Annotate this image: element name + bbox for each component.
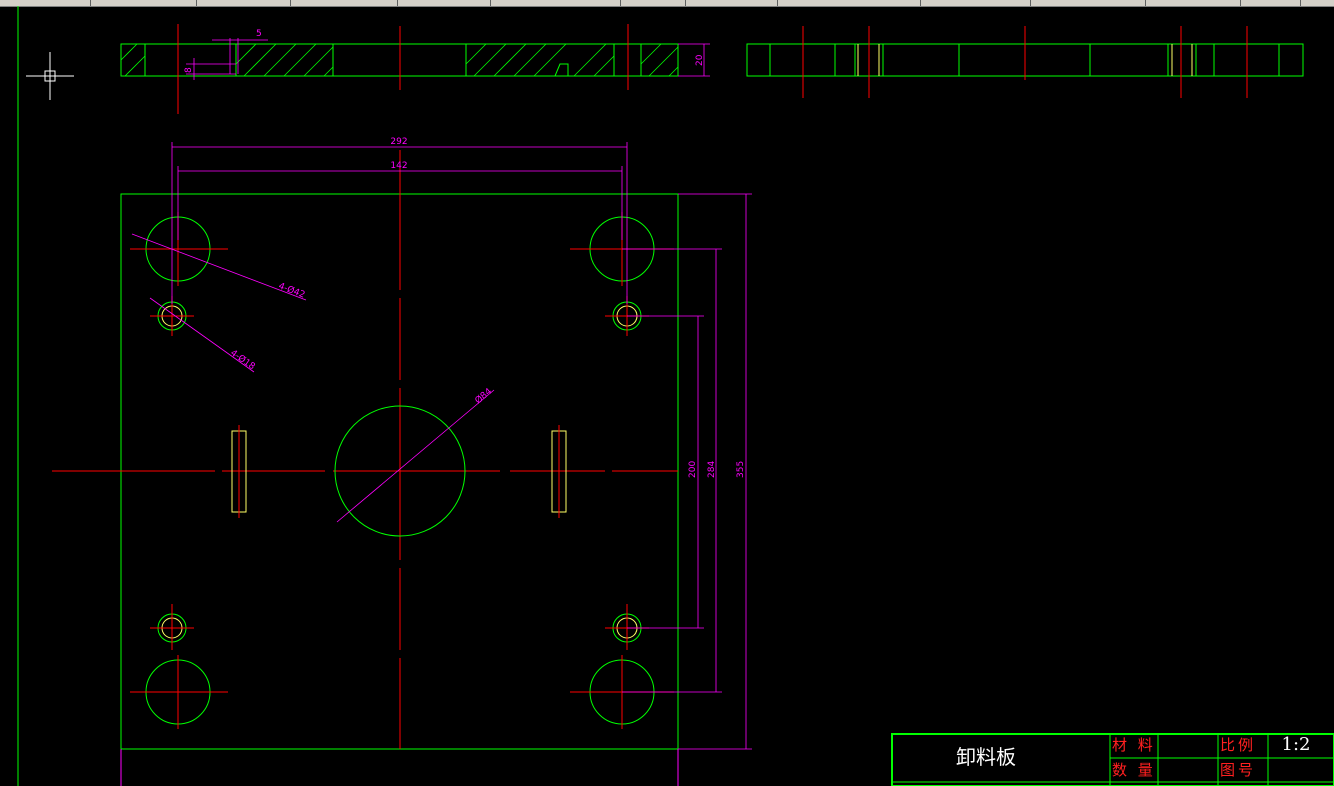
top-section-view bbox=[746, 26, 1304, 98]
dim-vert-mid: 284 bbox=[707, 461, 717, 478]
dim-vert-outer: 355 bbox=[736, 461, 746, 478]
dim-side-height: 8 bbox=[184, 67, 194, 73]
note-hole-small: 4-Ø18 bbox=[228, 347, 257, 372]
plan-view: 292 142 200 284 355 4-Ø42 4-Ø18 Ø84 bbox=[52, 137, 752, 786]
scale-value: 1:2 bbox=[1282, 734, 1311, 755]
note-center-dia: Ø84 bbox=[473, 386, 494, 407]
dim-vert-inner: 200 bbox=[688, 461, 698, 478]
part-name: 卸料板 bbox=[956, 745, 1016, 769]
dim-side-width: 5 bbox=[256, 29, 262, 39]
side-section-view: 5 8 20 bbox=[120, 24, 710, 114]
crosshair-cursor-icon bbox=[26, 52, 74, 100]
dim-top-span-inner: 142 bbox=[390, 161, 407, 171]
title-block: 卸料板 材 料 数 量 比例 图号 1:2 bbox=[891, 733, 1334, 786]
layout-tab-strip[interactable] bbox=[0, 0, 1334, 7]
dim-thickness: 20 bbox=[695, 54, 705, 66]
quantity-label: 数 量 bbox=[1112, 761, 1156, 779]
note-hole-large: 4-Ø42 bbox=[277, 281, 307, 301]
material-label: 材 料 bbox=[1112, 736, 1156, 754]
dim-top-span-outer: 292 bbox=[390, 137, 407, 147]
scale-label: 比例 bbox=[1220, 736, 1256, 754]
drawing-number-label: 图号 bbox=[1220, 761, 1256, 779]
